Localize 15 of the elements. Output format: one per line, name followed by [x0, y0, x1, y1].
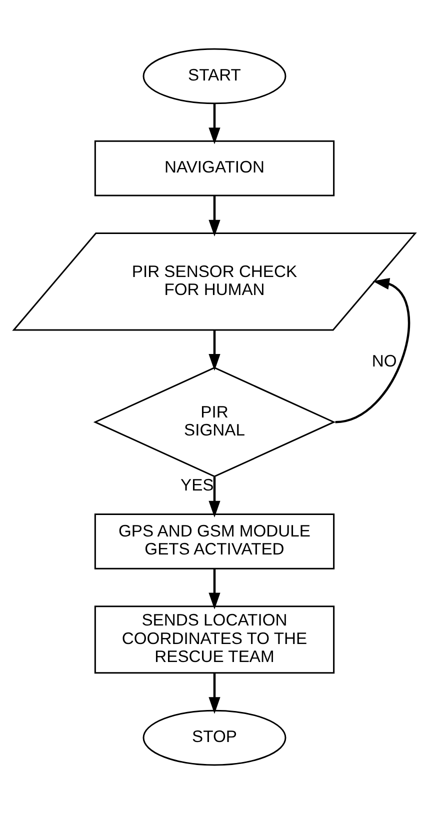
arrow	[208, 477, 220, 518]
edge-label: YES	[180, 476, 214, 495]
arrow	[208, 196, 220, 236]
node-box: SENDS LOCATION COORDINATES TO THE RESCUE TEAM	[94, 606, 335, 674]
node-ellipse: START	[142, 48, 286, 104]
arrow	[208, 330, 220, 371]
node-ellipse: STOP	[142, 710, 286, 766]
arrow	[208, 568, 220, 610]
node-box: GPS AND GSM MODULE GETS ACTIVATED	[94, 513, 335, 570]
arrow	[335, 278, 410, 424]
arrow	[208, 104, 220, 144]
node-diamond: PIR SIGNAL	[93, 366, 336, 478]
arrow	[208, 673, 220, 714]
edge-label: NO	[372, 351, 397, 370]
node-box: NAVIGATION	[94, 140, 335, 196]
